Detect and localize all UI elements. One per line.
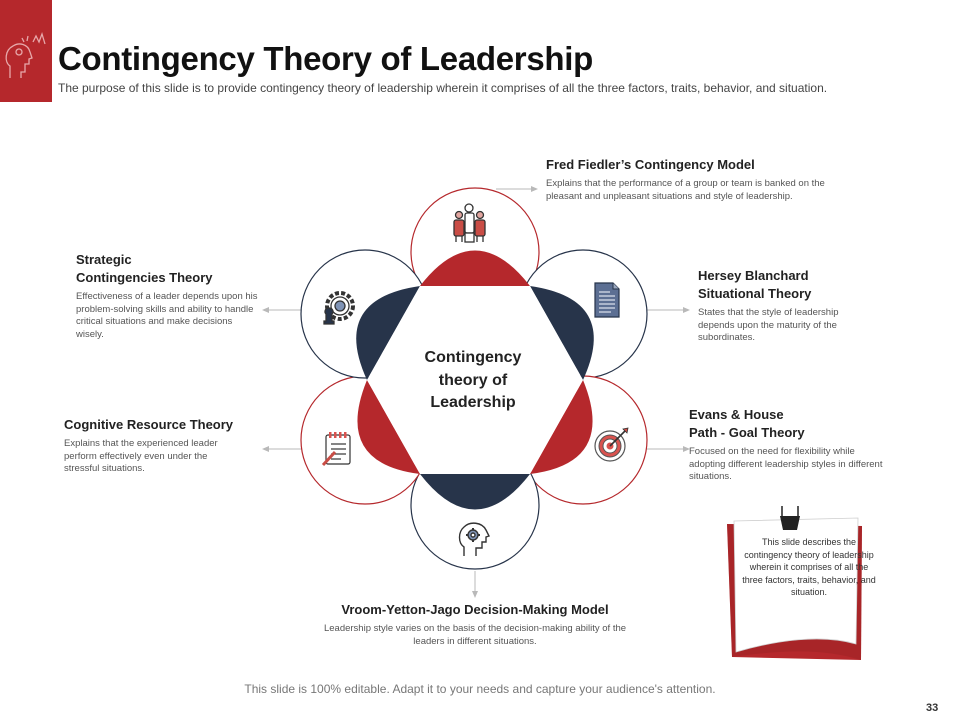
sticky-note	[727, 506, 862, 660]
theory-description-hersey: States that the style of leadership depe…	[698, 307, 839, 343]
segment-upper-left	[356, 286, 420, 380]
theory-description-vroom: Leadership style varies on the basis of …	[323, 623, 627, 647]
mind-idea-icon	[5, 31, 46, 78]
segment-lower-left	[357, 380, 420, 474]
target-icon	[594, 427, 629, 462]
arrowhead-cognitive	[262, 446, 269, 452]
notepad-icon	[321, 432, 351, 467]
theory-block-fiedler: Fred Fiedler’s Contingency Model Explain…	[546, 156, 856, 203]
binder-clip-icon	[780, 506, 800, 530]
segment-top	[420, 250, 530, 286]
page-number: 33	[926, 702, 939, 714]
arrowhead-hersey	[683, 307, 690, 313]
segment-upper-right	[530, 286, 594, 380]
center-hexagon	[367, 286, 583, 474]
theory-block-evans: Evans & House Path - Goal Theory Focused…	[689, 406, 885, 484]
theory-block-cognitive: Cognitive Resource Theory Explains that …	[64, 416, 244, 476]
team-icon	[453, 203, 486, 243]
page-title: Contingency Theory of Leadership	[58, 40, 593, 77]
theory-title-vroom: Vroom-Yetton-Jago Decision-Making Model	[341, 602, 609, 617]
document-icon	[594, 282, 620, 318]
lens-segments	[356, 250, 594, 510]
theory-title-fiedler: Fred Fiedler’s Contingency Model	[546, 157, 755, 172]
header-accent-block	[0, 0, 52, 102]
arrowhead-evans	[683, 446, 690, 452]
theory-title-hersey: Hersey Blanchard Situational Theory	[698, 268, 812, 301]
theory-title-evans: Evans & House Path - Goal Theory	[689, 407, 805, 440]
head-gear-icon	[458, 522, 490, 556]
theory-description-strategic: Effectiveness of a leader depends upon h…	[76, 291, 258, 340]
strategy-gear-icon	[323, 291, 355, 325]
page-subtitle: The purpose of this slide is to provide …	[58, 81, 828, 95]
theory-description-fiedler: Explains that the performance of a group…	[546, 178, 825, 202]
center-label: Contingency theory of Leadership	[424, 349, 522, 411]
sticky-note-text: This slide describes the contingency the…	[742, 537, 876, 597]
theory-block-strategic: Strategic Contingencies Theory Effective…	[76, 251, 260, 341]
theory-block-hersey: Hersey Blanchard Situational Theory Stat…	[698, 267, 866, 345]
arrowhead-strategic	[262, 307, 269, 313]
theory-title-strategic: Strategic Contingencies Theory	[76, 252, 213, 285]
segment-bottom	[420, 474, 530, 510]
arrowhead-vroom	[472, 591, 478, 598]
arrowhead-fiedler	[531, 186, 538, 192]
theory-title-cognitive: Cognitive Resource Theory	[64, 417, 234, 432]
segment-lower-right	[530, 380, 593, 474]
theory-block-vroom: Vroom-Yetton-Jago Decision-Making Model …	[316, 601, 634, 648]
theory-description-cognitive: Explains that the experienced leader per…	[64, 438, 218, 474]
footer-text: This slide is 100% editable. Adapt it to…	[244, 682, 716, 696]
theory-description-evans: Focused on the need for flexibility whil…	[689, 446, 883, 482]
